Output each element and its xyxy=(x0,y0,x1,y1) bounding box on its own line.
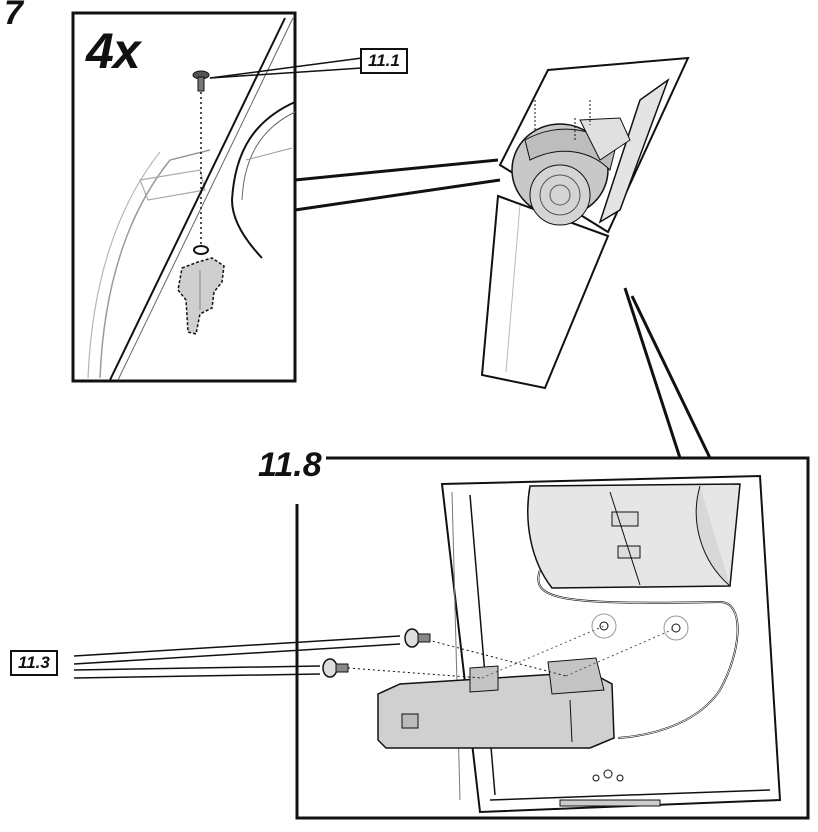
screw-icon xyxy=(192,70,210,92)
hood-overview xyxy=(480,56,690,390)
quantity-label: 4x xyxy=(86,23,141,79)
mounting-clip xyxy=(177,257,225,335)
step-number: 7 xyxy=(4,0,23,32)
bottom-detail-panel xyxy=(295,456,810,820)
screw-icon xyxy=(404,628,431,648)
mount-hole xyxy=(591,613,617,639)
blower-drum xyxy=(527,483,741,589)
part-ref-label: 11.3 xyxy=(10,650,58,676)
screw-icon xyxy=(322,658,349,678)
detail-title: 11.8 xyxy=(254,446,326,485)
part-ref-label: 11.1 xyxy=(360,48,408,74)
fan-motor xyxy=(511,117,631,226)
control-box xyxy=(377,657,615,749)
